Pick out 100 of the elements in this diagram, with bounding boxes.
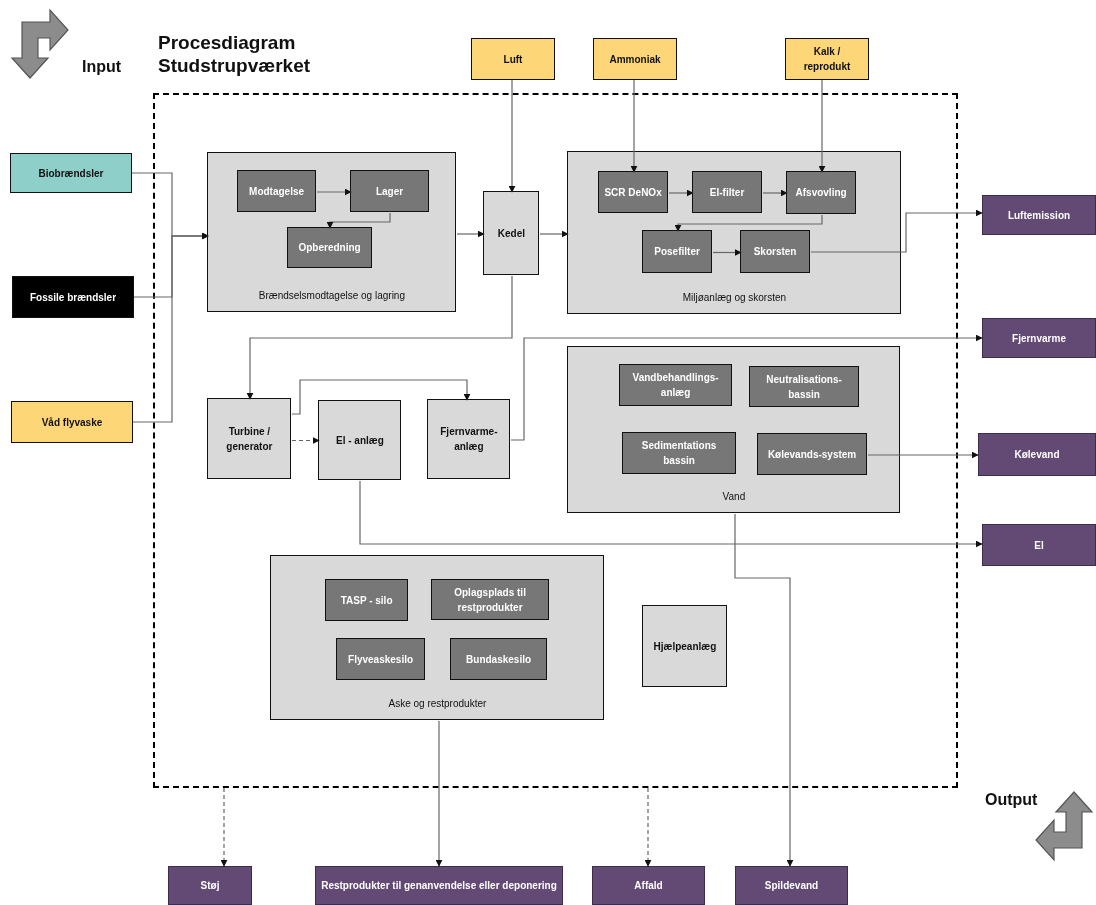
process-box (619, 364, 733, 407)
arrow (291, 437, 320, 444)
box-label: El - anlæg (335, 433, 385, 448)
arrow (668, 189, 694, 197)
input-box (11, 401, 133, 443)
process-box (325, 579, 409, 622)
group-panel (567, 151, 902, 315)
output-box (315, 866, 563, 905)
process-box (318, 400, 402, 481)
group-panel (270, 555, 605, 721)
output-box (168, 866, 252, 905)
process-box (757, 433, 868, 476)
output-box (735, 866, 848, 905)
box-label: Fjernvarme (1011, 331, 1067, 346)
arrow (867, 451, 979, 459)
arrow (539, 230, 569, 238)
box-label: SCR DeNOx (603, 185, 663, 200)
group-panel (207, 152, 457, 313)
io-label: Output (985, 791, 1038, 809)
input-box (12, 276, 134, 318)
box-label: Kalk / reprodukt (802, 45, 852, 74)
arrow (220, 787, 228, 867)
box-label: Biobrændsler (37, 166, 105, 181)
box-label: Afsvovling (794, 186, 848, 201)
process-box (622, 432, 737, 475)
box-label: Luft (502, 52, 524, 67)
arrow (326, 212, 391, 229)
process-box (740, 230, 811, 274)
process-box (207, 398, 292, 480)
arrow (246, 275, 513, 400)
box-label: Affald (633, 879, 664, 893)
process-box (431, 579, 550, 621)
input-box (785, 38, 869, 80)
box-label: Kølevands-system (766, 447, 858, 462)
output-box (982, 524, 1096, 566)
box-label: TASP - silo (339, 593, 394, 608)
box-label: Neutralisations-bassin (765, 372, 843, 402)
box-label: Våd flyvaske (40, 415, 104, 430)
group-label: Aske og restprodukter (387, 697, 488, 712)
process-box (336, 638, 426, 681)
process-box (642, 230, 713, 274)
process-box (450, 638, 548, 681)
arrow (818, 79, 826, 173)
arrow (762, 189, 788, 197)
box-label: Luftemission (1006, 208, 1072, 223)
process-box (483, 191, 540, 276)
process-box (692, 171, 763, 214)
group-label: Vand (721, 490, 747, 505)
group-label: Miljøanlæg og skorsten (681, 291, 788, 306)
box-label: Opberedning (297, 241, 362, 256)
process-box (287, 227, 373, 269)
process-box (749, 366, 860, 408)
box-label: Fossile brændsler (28, 290, 118, 305)
box-label: Ammoniak (608, 52, 662, 67)
process-box (642, 605, 728, 688)
box-label: Skorsten (752, 245, 798, 260)
group-panel (567, 346, 901, 514)
arrow (674, 214, 823, 232)
input-box (10, 153, 132, 193)
arrow (734, 513, 794, 867)
process-box (237, 170, 317, 213)
process-box (598, 171, 669, 214)
process-box (786, 171, 857, 215)
box-label: Spildevand (763, 879, 820, 893)
box-label: El-filter (708, 185, 746, 200)
process-box (350, 170, 430, 213)
box-label: Oplagsplads til restprodukter (453, 585, 527, 615)
arrow (644, 787, 652, 867)
box-label: Bundaskesilo (465, 652, 533, 667)
arrow (291, 379, 471, 415)
io-label: Input (82, 58, 122, 76)
box-label: Posefilter (653, 245, 701, 260)
arrow (712, 249, 742, 256)
box-label: Flyveaskesilo (347, 652, 415, 667)
box-label: Kølevand (1013, 448, 1061, 462)
arrow (456, 230, 485, 238)
arrow (508, 79, 516, 193)
output-box (982, 318, 1096, 358)
box-label: Vandbehandlings-anlæg (631, 371, 720, 401)
system-boundary (153, 93, 958, 788)
box-label: Modtagelse (248, 184, 306, 199)
group-label: Brændselsmodtagelse og lagring (257, 289, 406, 304)
box-label: El (1033, 538, 1045, 553)
process-box (427, 399, 511, 480)
output-box (978, 433, 1096, 476)
arrow (630, 79, 638, 173)
input-box (471, 38, 555, 80)
box-label: Kedel (496, 226, 526, 241)
box-label: Støj (199, 879, 221, 893)
diagram-title: Procesdiagram Studstrupværket (158, 32, 312, 78)
arrow (810, 209, 983, 253)
box-label: Sedimentations bassin (640, 439, 718, 469)
arrow (316, 188, 352, 196)
arrow (132, 232, 209, 423)
output-box (982, 195, 1096, 235)
arrow (359, 480, 983, 548)
box-label: Fjernvarme-anlæg (439, 425, 499, 455)
arrow (435, 720, 443, 867)
box-label: Turbine / generator (225, 424, 274, 454)
box-label: Restprodukter til genanvendelse eller deponering (320, 879, 558, 893)
